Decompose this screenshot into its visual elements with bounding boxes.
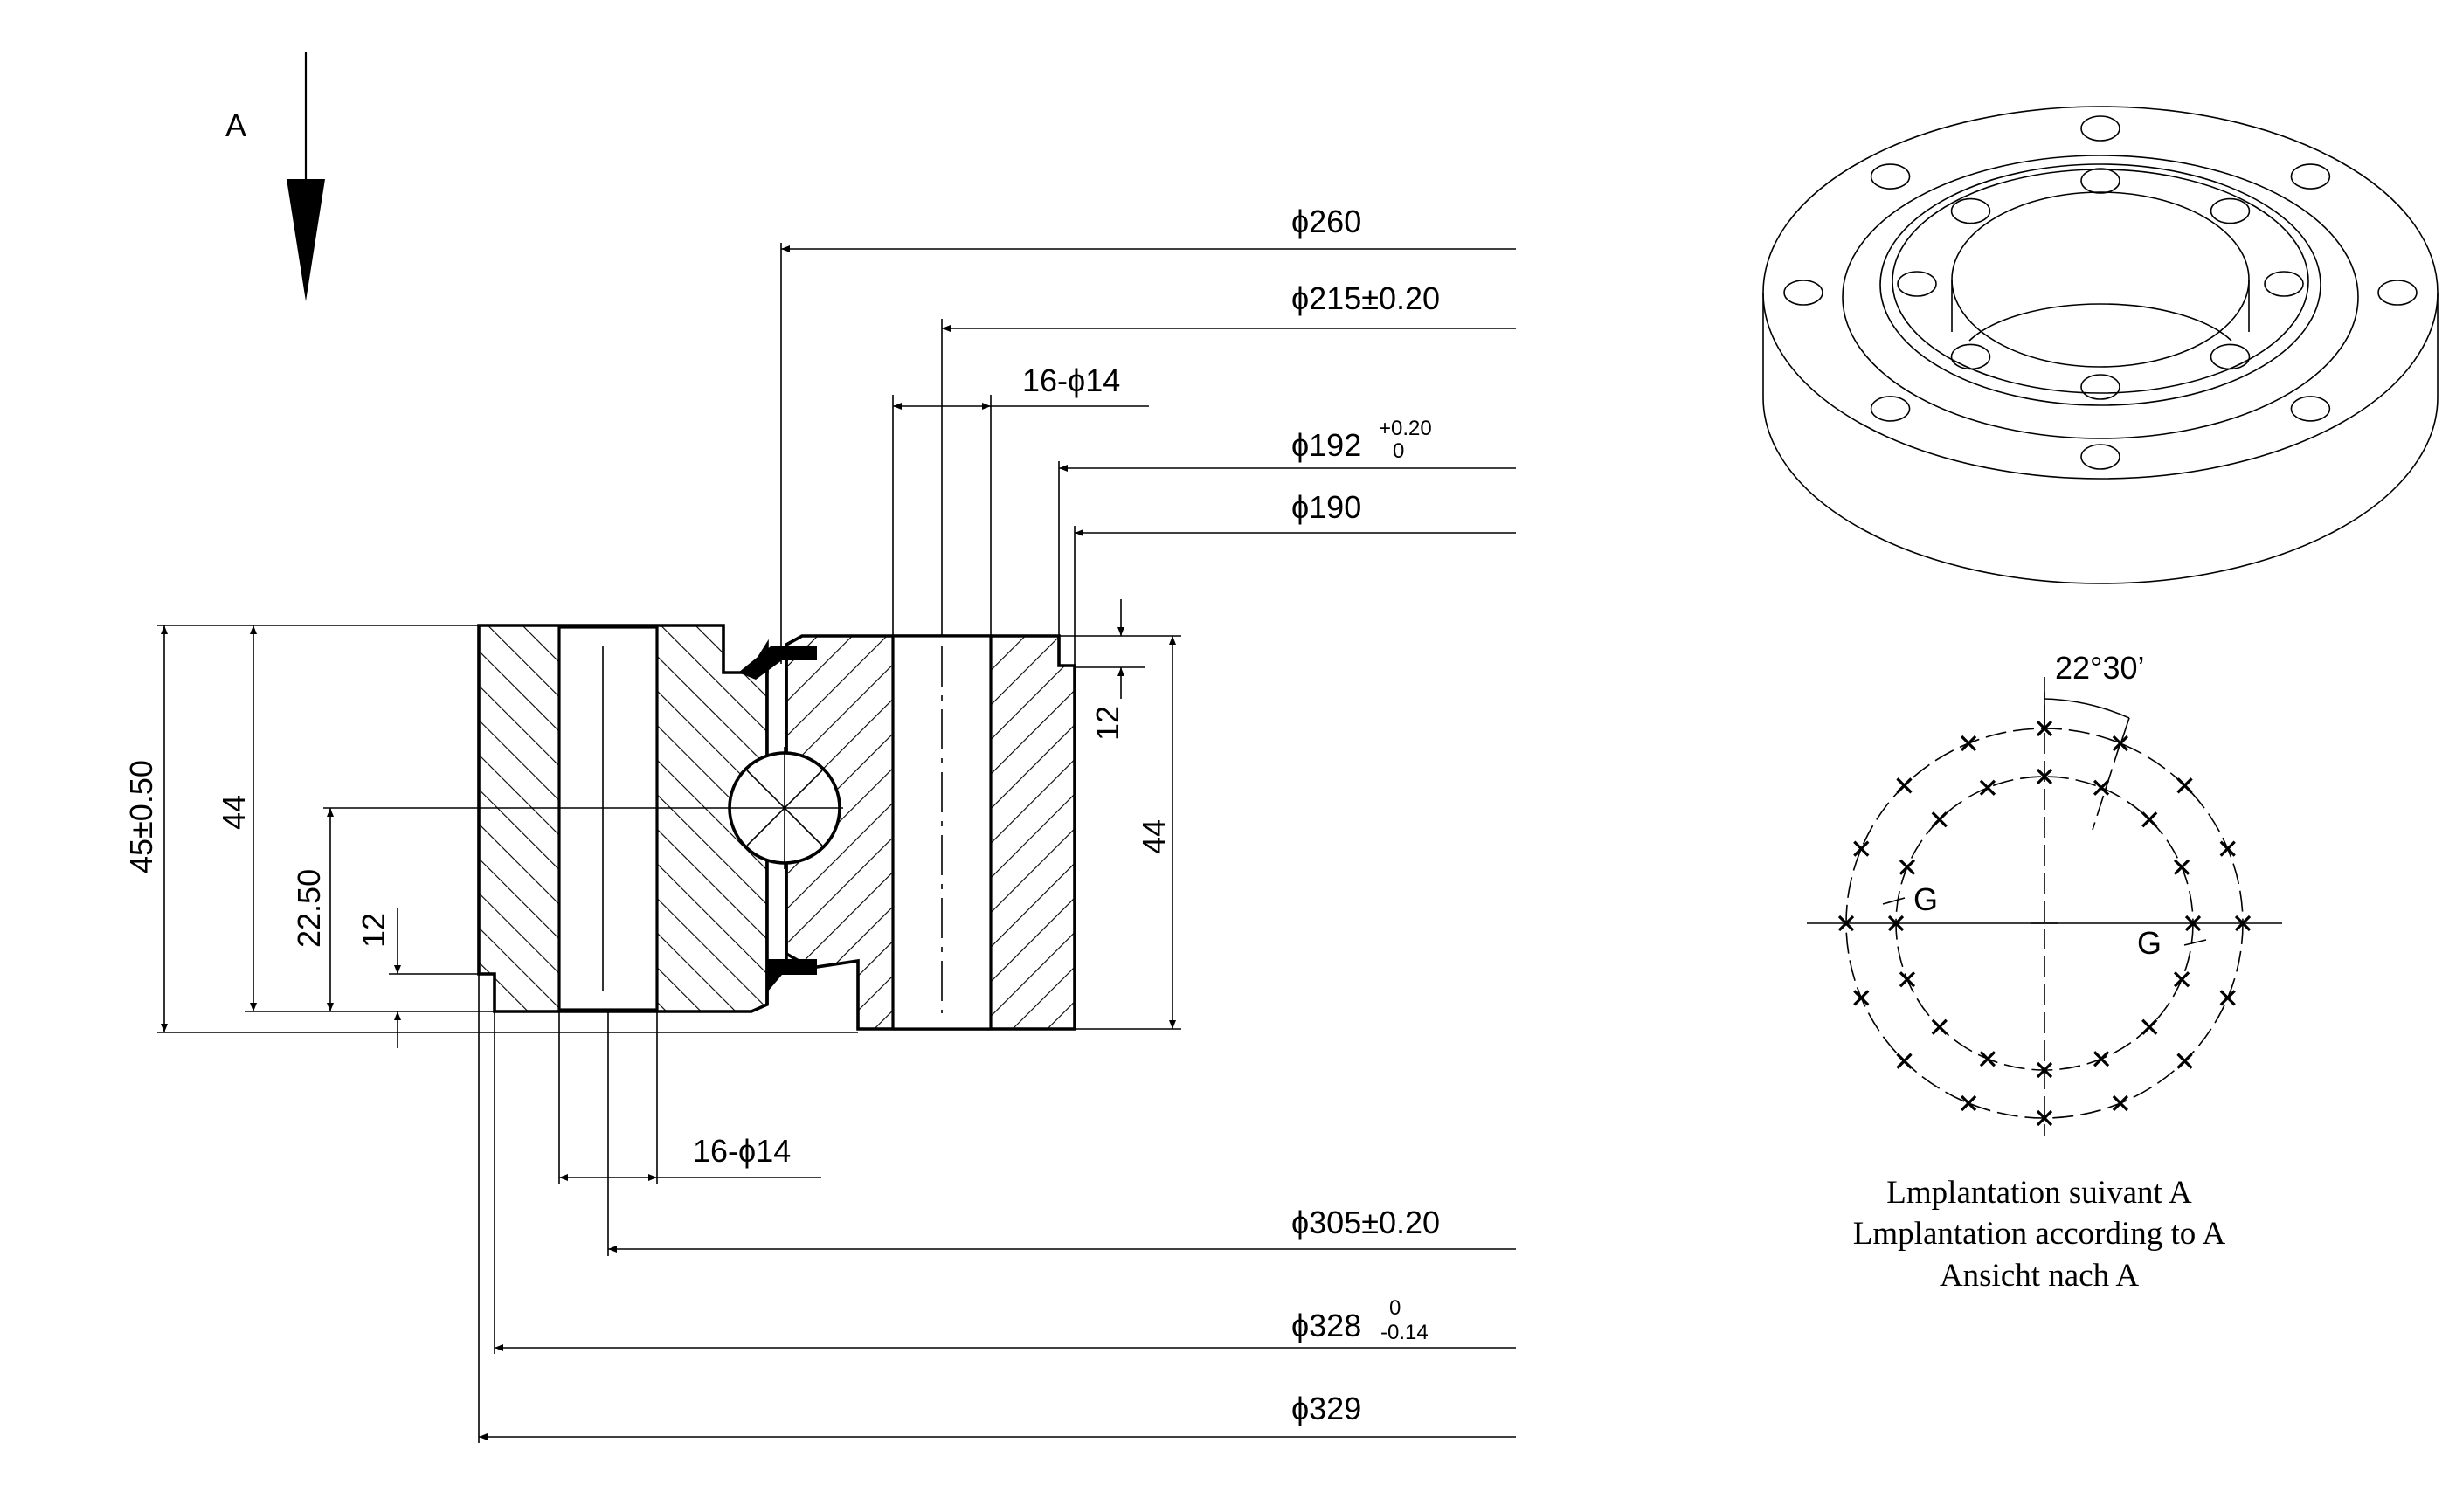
hole-mark [2112, 1094, 2129, 1112]
dimension-lines-bottom: 16-ϕ14 ϕ305±0.20 ϕ328 0 -0.14 ϕ329 [478, 974, 1516, 1443]
hole-mark [1979, 779, 1996, 796]
pattern-g-left: G [1913, 881, 1938, 917]
iso-hole [2080, 115, 2120, 142]
dim-d260: ϕ260 [1291, 204, 1361, 239]
hole-mark [1899, 859, 1916, 875]
iso-hole [2080, 374, 2120, 400]
dim-d190: ϕ190 [1291, 489, 1361, 525]
iso-hole [1950, 343, 1991, 370]
hole-mark [1896, 1053, 1913, 1069]
caption-fr: Lmplantation suivant A [1886, 1175, 2192, 1211]
dim-holes-lower: 16-ϕ14 [693, 1133, 791, 1169]
bearing-cross-section [323, 624, 1076, 1031]
dim-d305: ϕ305±0.20 [1291, 1205, 1440, 1240]
dim-d192-tol-lower: 0 [1393, 439, 1404, 463]
view-arrow-a: A [225, 52, 325, 301]
view-label: A [225, 107, 246, 143]
hole-mark [1931, 811, 1948, 828]
hole-mark [1931, 1018, 1948, 1035]
hole-mark [2184, 915, 2202, 932]
hole-mark [1887, 915, 1905, 932]
iso-hole [2290, 163, 2331, 190]
hole-mark [1896, 777, 1913, 794]
iso-inner-holes [1897, 168, 2304, 400]
hole-mark [1979, 1051, 1996, 1067]
hole-mark [2234, 915, 2252, 932]
dim-holes-upper: 16-ϕ14 [1022, 362, 1120, 398]
dim-d215: ϕ215±0.20 [1291, 280, 1440, 316]
dim-h12-left: 12 [356, 913, 391, 948]
seal-bottom [767, 959, 817, 992]
dim-h12-right: 12 [1090, 706, 1125, 741]
hole-pattern-view: 22°30’ G G Lmplantation suivant A Lmplan… [1807, 650, 2282, 1294]
dimension-lines-top: ϕ260 ϕ215±0.20 16-ϕ14 ϕ192 +0.20 0 ϕ190 [780, 204, 1516, 666]
hole-mark [1853, 840, 1870, 857]
hole-mark [2173, 971, 2190, 988]
dim-d192-tol-upper: +0.20 [1379, 417, 1432, 440]
hole-mark [2141, 1018, 2158, 1035]
iso-hole [2080, 444, 2120, 470]
hole-mark [2093, 1051, 2110, 1067]
hole-mark [2173, 859, 2190, 875]
iso-hole [1870, 396, 1911, 422]
hole-mark [1960, 735, 1977, 752]
hole-mark [1837, 915, 1855, 932]
caption-de: Ansicht nach A [1940, 1258, 2139, 1294]
hole-mark [2176, 777, 2193, 794]
hole-mark [1853, 990, 1870, 1006]
pattern-angle: 22°30’ [2055, 650, 2144, 686]
dimension-lines-right: 12 44 [1059, 599, 1181, 1030]
hole-mark [2176, 1053, 2193, 1069]
outer-hole-marks [1837, 720, 2252, 1127]
caption-en: Lmplantation according to A [1853, 1216, 2226, 1252]
iso-hole [1870, 163, 1911, 190]
dim-h45: 45±0.50 [123, 760, 159, 873]
dim-d192: ϕ192 [1291, 427, 1361, 463]
hole-mark [2036, 1061, 2053, 1079]
hole-mark [2036, 768, 2053, 785]
bearing-isometric-view [1762, 106, 2439, 584]
iso-hole [2290, 396, 2331, 422]
hole-mark [2219, 840, 2236, 857]
dim-h22-50: 22.50 [291, 869, 327, 948]
hole-mark [1899, 971, 1916, 988]
hole-mark [2219, 990, 2236, 1006]
hole-mark [2093, 779, 2110, 796]
dimension-lines-left: 45±0.50 44 22.50 12 [123, 625, 858, 1048]
dim-d329: ϕ329 [1291, 1391, 1361, 1426]
hole-mark [2141, 811, 2158, 828]
dim-h44-right: 44 [1136, 819, 1172, 854]
inner-hole-marks [1887, 768, 2202, 1079]
iso-outer-holes [1783, 115, 2418, 470]
hole-mark [1960, 1094, 1977, 1112]
dim-d328-tol-lower: -0.14 [1380, 1321, 1429, 1344]
seal-top [738, 646, 817, 680]
hole-mark [2036, 1109, 2053, 1127]
iso-hole [2210, 197, 2251, 224]
dim-d328-tol-upper: 0 [1389, 1296, 1401, 1320]
dim-h44-left: 44 [216, 795, 252, 830]
dim-d328: ϕ328 [1291, 1308, 1361, 1343]
iso-hole [2080, 168, 2120, 194]
outer-ring-hole [557, 625, 659, 1011]
pattern-g-right: G [2137, 925, 2162, 961]
iso-hole [1897, 271, 1937, 297]
iso-hole [1783, 280, 1823, 306]
iso-hole [2264, 271, 2304, 297]
iso-hole [2377, 280, 2418, 306]
iso-hole [1950, 197, 1991, 224]
iso-hole [2210, 343, 2251, 370]
